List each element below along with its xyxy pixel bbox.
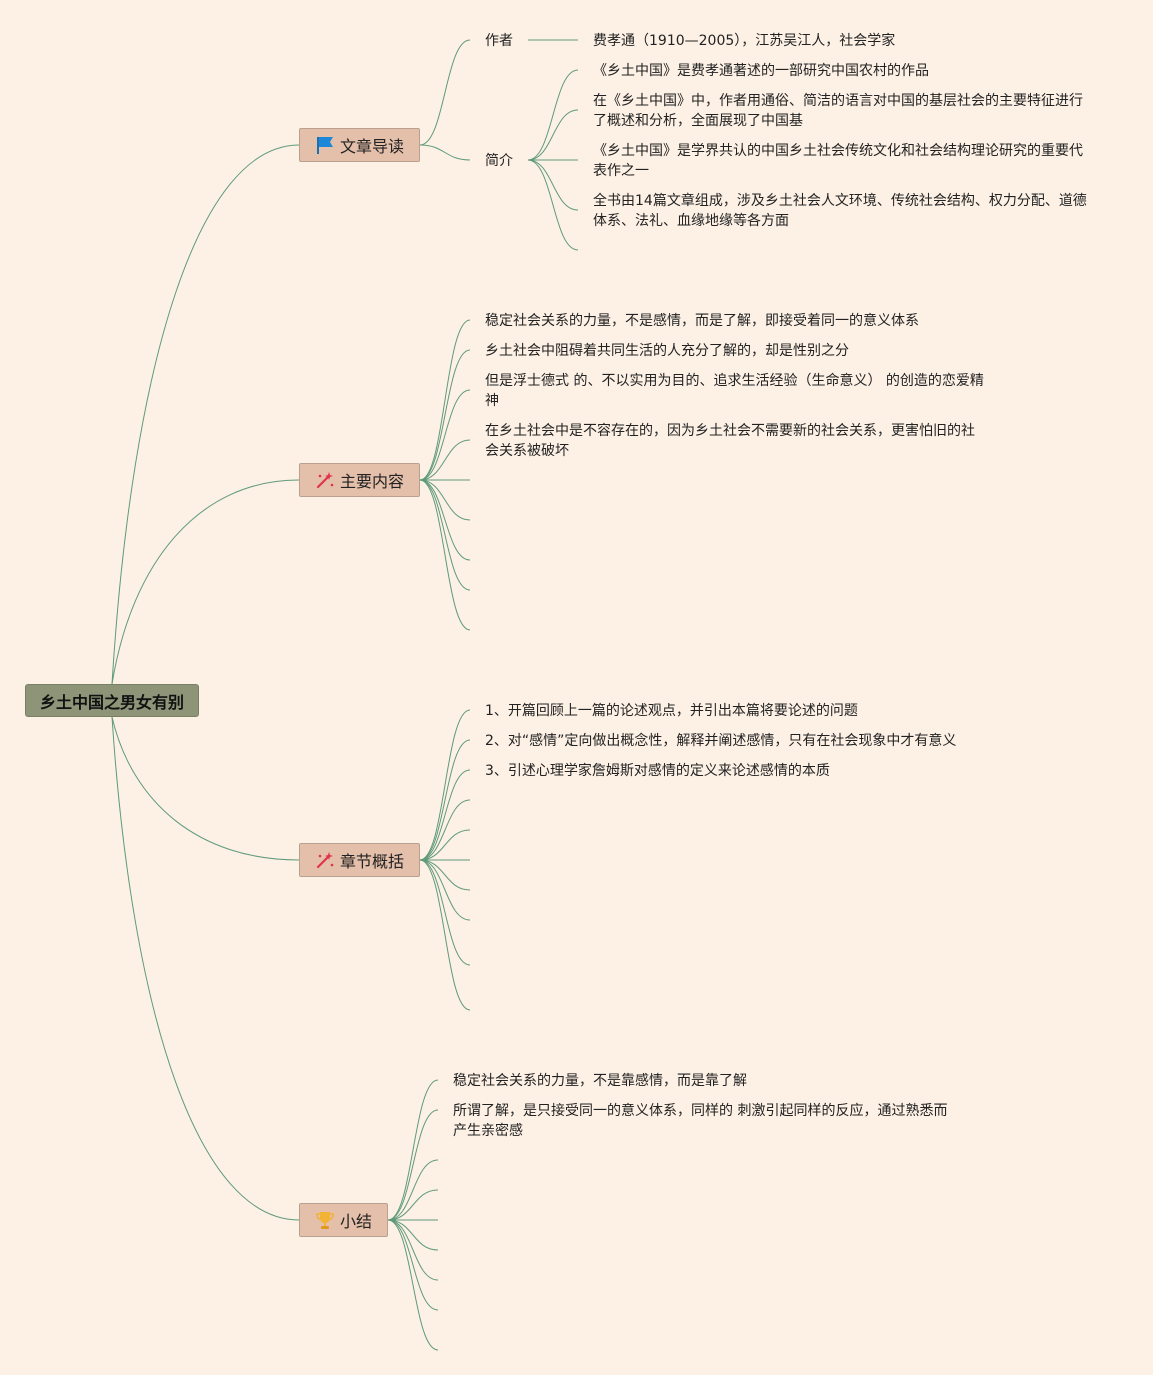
link-conclusion-item <box>387 1219 439 1251</box>
magic-wand-icon <box>315 470 335 490</box>
root-title: 乡土中国之男女有别 <box>39 692 184 712</box>
summary-item[interactable]: 《乡土中国》是费孝通著述的一部研究中国农村的作品 <box>593 63 929 79</box>
author-label[interactable]: 作者 <box>485 33 513 49</box>
link-conclusion-item <box>387 1189 439 1221</box>
chapter-item[interactable]: 2、对“感情”定向做出概念性，解释并阐述感情，只有在社会现象中才有意义 <box>485 733 957 749</box>
content-item[interactable]: 但是浮士德式 的、不以实用为目的、追求生活经验（生命意义） 的创造的恋爱精神 <box>485 373 984 409</box>
branch-node-conclusion[interactable]: 小结 <box>299 1203 388 1237</box>
summary-item[interactable]: 《乡土中国》是学界共认的中国乡土社会传统文化和社会结构理论研究的重要代表作之一 <box>593 143 1083 179</box>
link-chapter-item <box>419 769 471 861</box>
link-intro-summary <box>419 144 471 161</box>
link-conclusion-item <box>387 1079 439 1221</box>
branch-node-chapters[interactable]: 章节概括 <box>299 843 420 877</box>
link-chapter-item <box>419 859 471 891</box>
link-chapter-item <box>419 859 471 1011</box>
author-text[interactable]: 费孝通（1910—2005），江苏吴江人，社会学家 <box>593 33 896 49</box>
conclusion-item[interactable]: 所谓了解，是只接受同一的意义体系，同样的 刺激引起同样的反应，通过熟悉而产生亲密… <box>453 1103 948 1139</box>
branch-label-intro: 文章导读 <box>339 137 404 156</box>
link-content-item <box>419 319 471 481</box>
link-chapter-item <box>419 709 471 861</box>
link-content-item <box>419 479 471 591</box>
branch-label-conclusion: 小结 <box>339 1212 372 1231</box>
link-chapter-item <box>419 829 471 861</box>
link-content-item <box>419 349 471 481</box>
link-intro-author <box>419 39 471 146</box>
branch-node-intro[interactable]: 文章导读 <box>299 128 420 162</box>
link-content-item <box>419 479 471 561</box>
link-conclusion-item <box>387 1219 439 1351</box>
content-item[interactable]: 乡土社会中阻碍着共同生活的人充分了解的，却是性别之分 <box>485 343 849 359</box>
link-chapter-item <box>419 859 471 966</box>
link-summary-item <box>527 109 579 161</box>
branch-node-content[interactable]: 主要内容 <box>299 463 420 497</box>
link-conclusion-item <box>387 1109 439 1221</box>
link-root-intro <box>111 144 300 685</box>
summary-item[interactable]: 在《乡土中国》中，作者用通俗、简洁的语言对中国的基层社会的主要特征进行了概述和分… <box>593 93 1083 129</box>
link-root-content <box>111 479 300 685</box>
flag-icon <box>315 135 335 155</box>
content-item[interactable]: 在乡土社会中是不容存在的，因为乡土社会不需要新的社会关系，更害怕旧的社会关系被破… <box>485 423 975 459</box>
link-root-chapters <box>111 716 300 861</box>
link-summary-item <box>527 69 579 161</box>
link-summary-item <box>527 159 579 211</box>
root-node[interactable]: 乡土中国之男女有别 <box>25 684 199 717</box>
magic-wand-icon <box>315 850 335 870</box>
link-content-item <box>419 479 471 631</box>
summary-label[interactable]: 简介 <box>485 153 513 169</box>
link-root-conclusion <box>111 716 300 1221</box>
chapter-item[interactable]: 3、引述心理学家詹姆斯对感情的定义来论述感情的本质 <box>485 763 830 779</box>
branch-label-chapters: 章节概括 <box>339 852 404 871</box>
chapter-item[interactable]: 1、开篇回顾上一篇的论述观点，并引出本篇将要论述的问题 <box>485 703 858 719</box>
trophy-icon <box>315 1210 335 1230</box>
link-chapter-item <box>419 739 471 861</box>
link-chapter-item <box>419 799 471 861</box>
conclusion-item[interactable]: 稳定社会关系的力量，不是靠感情，而是靠了解 <box>453 1073 747 1089</box>
link-content-item <box>419 479 471 521</box>
branch-label-content: 主要内容 <box>339 472 404 491</box>
link-summary-item <box>527 159 579 251</box>
content-item[interactable]: 稳定社会关系的力量，不是感情，而是了解，即接受着同一的意义体系 <box>485 313 919 329</box>
link-chapter-item <box>419 859 471 921</box>
summary-item[interactable]: 全书由14篇文章组成，涉及乡土社会人文环境、传统社会结构、权力分配、道德体系、法… <box>593 193 1087 229</box>
link-conclusion-item <box>387 1219 439 1281</box>
link-content-item <box>419 439 471 481</box>
link-conclusion-item <box>387 1219 439 1311</box>
link-content-item <box>419 389 471 481</box>
link-conclusion-item <box>387 1159 439 1221</box>
